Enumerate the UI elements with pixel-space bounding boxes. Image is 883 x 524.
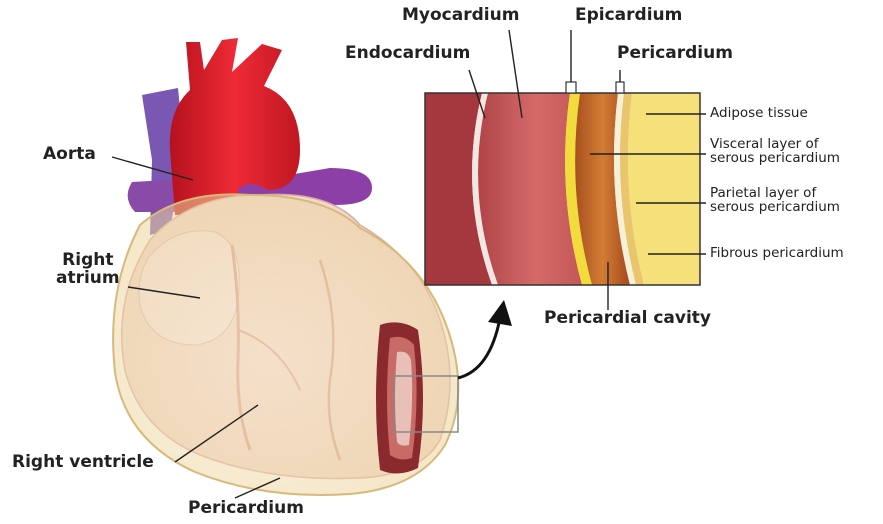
adipose-layer: [628, 93, 700, 285]
label-visceral-layer: Visceral layer of serous pericardium: [710, 137, 840, 165]
label-pericardial-cavity: Pericardial cavity: [544, 310, 711, 328]
label-parietal-layer: Parietal layer of serous pericardium: [710, 186, 840, 214]
label-pericardium-top: Pericardium: [617, 45, 733, 63]
label-endocardium: Endocardium: [345, 45, 470, 63]
label-fibrous-pericardium: Fibrous pericardium: [710, 246, 844, 260]
label-visceral-line2: serous pericardium: [710, 151, 840, 165]
epicardium-bracket: [566, 82, 576, 93]
label-pericardium-bottom: Pericardium: [188, 500, 304, 518]
label-visceral-line1: Visceral layer of: [710, 137, 840, 151]
label-adipose-tissue: Adipose tissue: [710, 106, 808, 120]
label-myocardium: Myocardium: [402, 7, 519, 25]
label-right-ventricle: Right ventricle: [12, 454, 154, 472]
label-right-atrium: Right atrium: [56, 252, 120, 288]
label-parietal-line1: Parietal layer of: [710, 186, 840, 200]
label-right-atrium-line2: atrium: [56, 270, 120, 288]
wall-section: [425, 93, 700, 285]
label-parietal-line2: serous pericardium: [710, 200, 840, 214]
zoom-arrow-head: [488, 300, 512, 326]
label-epicardium: Epicardium: [575, 7, 682, 25]
pericardium-bracket: [616, 82, 624, 93]
label-aorta: Aorta: [43, 146, 96, 164]
cut-window: [376, 322, 423, 473]
zoom-arrow: [458, 318, 500, 378]
